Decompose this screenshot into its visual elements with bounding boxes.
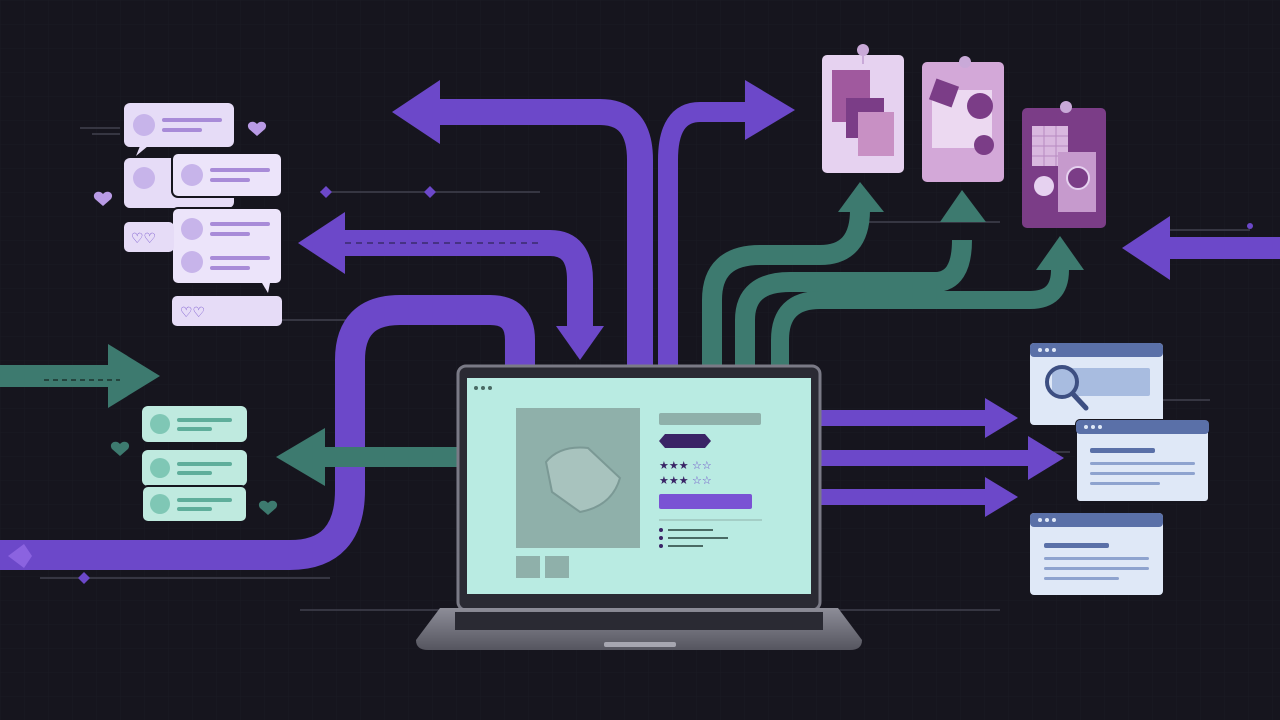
pinned-card — [1022, 101, 1106, 228]
rating-row: ★★★ ☆☆ — [659, 459, 712, 472]
star-icon: ★★★ — [659, 459, 689, 472]
browser-window-text — [1075, 419, 1210, 503]
chat-bubble — [142, 406, 247, 442]
star-icon: ☆☆ — [692, 474, 712, 487]
feature-list — [659, 528, 728, 548]
teal-flow-up — [702, 182, 1084, 365]
teal-flow-laptop-left — [276, 428, 470, 486]
heart-icon — [247, 121, 267, 136]
pinned-card — [922, 56, 1004, 182]
pin-icon — [959, 56, 971, 68]
purple-flow-left — [298, 212, 604, 360]
chat-bubble — [142, 450, 247, 486]
chat-bubble — [124, 103, 234, 156]
chat-bubble — [141, 485, 248, 523]
purple-flow-laptop-right — [818, 398, 1064, 517]
heart-icon — [258, 500, 278, 515]
teal-flow-left-in — [0, 344, 160, 408]
purple-flow-right-in — [1122, 216, 1280, 280]
heart-icon — [110, 441, 130, 456]
decorative-dots — [78, 186, 1253, 584]
product-object — [544, 446, 622, 514]
product-page: ★★★ ☆☆ ★★★ ☆☆ — [516, 408, 762, 578]
product-thumbnail — [545, 556, 569, 578]
reaction-bubble: ♡♡ — [172, 296, 282, 326]
decorative-lines — [40, 127, 1250, 611]
purple-flow-top — [392, 80, 795, 365]
trackpad — [604, 642, 676, 647]
chat-cluster-lavender: ♡♡ ♡♡ — [93, 103, 283, 326]
pinned-card — [822, 44, 904, 173]
laptop: ★★★ ☆☆ ★★★ ☆☆ — [416, 364, 862, 650]
search-icon — [1045, 365, 1089, 411]
star-icon: ☆☆ — [692, 459, 712, 472]
arrow-head-left — [392, 80, 440, 144]
product-thumbnail — [516, 556, 540, 578]
chat-bubble — [171, 152, 283, 198]
star-icon: ★★★ — [659, 474, 689, 487]
browser-window-search — [1030, 343, 1163, 425]
chat-cluster-mint — [110, 406, 278, 523]
keyboard — [455, 612, 823, 630]
pin-icon — [857, 44, 869, 56]
add-to-cart-button[interactable] — [659, 494, 752, 509]
pin-icon — [1060, 101, 1072, 113]
chat-bubble — [171, 207, 283, 293]
heart-icon: ♡♡ — [131, 231, 156, 247]
purple-flow-bottom — [0, 295, 535, 570]
heart-icon: ♡♡ — [180, 305, 205, 321]
reaction-bubble: ♡♡ — [124, 222, 174, 252]
browser-window-text — [1030, 513, 1163, 595]
price-tag — [659, 434, 711, 448]
product-title-placeholder — [659, 413, 761, 425]
heart-icon — [93, 191, 113, 206]
arrow-head-right — [745, 80, 795, 140]
rating-row: ★★★ ☆☆ — [659, 474, 712, 487]
